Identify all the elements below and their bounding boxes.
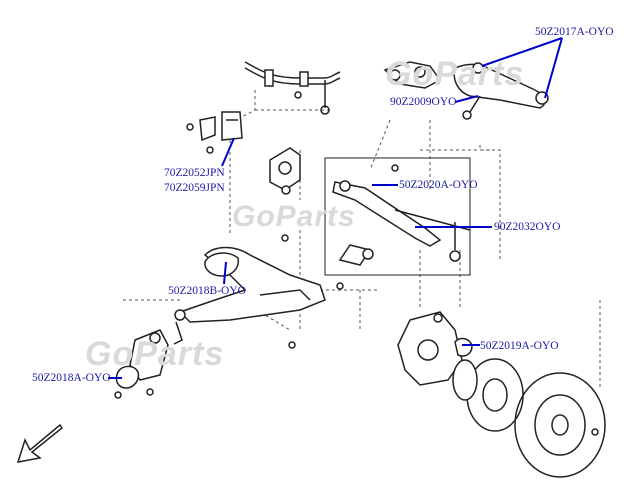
leader-lines: [108, 37, 563, 379]
label-trailing-arm-bushing: 50Z2018B-OYO: [168, 285, 246, 297]
toe-link-frame: [324, 157, 471, 276]
label-trailing-arm-rear-bushing: 50Z2018A-OYO: [32, 372, 111, 384]
label-toe-link: 90Z2032OYO: [494, 221, 561, 233]
rear-trailing-bushing: [114, 329, 169, 399]
label-stabilizer-bushing-2: 70Z2059JPN: [164, 182, 225, 194]
watermark-middle: GoParts: [232, 200, 356, 233]
label-knuckle-bushing: 50Z2019A-OYO: [480, 340, 559, 352]
rear-knuckle: [397, 311, 473, 386]
brake-disc: [514, 372, 606, 478]
watermark-bottom: GoParts: [85, 335, 225, 373]
label-toe-link-bushing: 50Z2020A-OYO: [399, 179, 478, 191]
label-stabilizer-bushing-1: 70Z2052JPN: [164, 167, 225, 179]
stabilizer-bushing-part: [186, 111, 243, 154]
wheel-hub: [452, 358, 524, 432]
trailing-arm: [173, 234, 344, 349]
label-upper-arm-bushing: 50Z2017A-OYO: [535, 26, 614, 38]
arrow-down-left-icon: [16, 423, 64, 463]
watermark-top: GoParts: [385, 55, 525, 93]
stabilizer-bar: [244, 61, 341, 115]
stabilizer-link-bracket: [269, 147, 301, 195]
upper-control-arm: [383, 61, 549, 120]
label-upper-arm: 90Z2009OYO: [390, 96, 457, 108]
